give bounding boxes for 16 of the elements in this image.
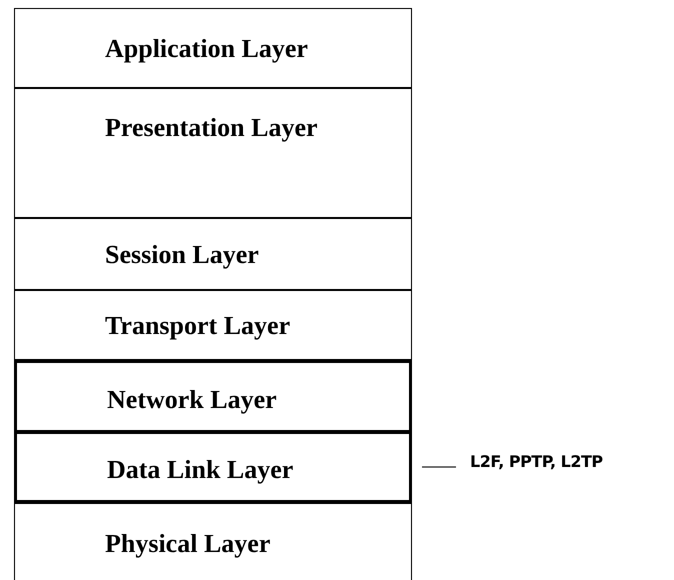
leader-line: [422, 466, 456, 468]
layer-name: Data Link Layer: [106, 454, 294, 486]
layer-row: [14, 88, 412, 218]
layer-row: [14, 8, 412, 88]
protocol-label: L2F, PPTP, L2TP: [470, 452, 603, 471]
layer-name: Physical Layer: [104, 528, 272, 560]
layer-name: Session Layer: [104, 239, 260, 271]
layer-row: [14, 360, 412, 433]
layer-name: Network Layer: [106, 384, 278, 416]
layer-row: [14, 503, 412, 580]
layer-row: [14, 290, 412, 360]
layer-row: [14, 218, 412, 290]
layer-name: Presentation Layer: [104, 112, 319, 144]
layer-name: Application Layer: [104, 33, 309, 65]
layer-row: [14, 431, 412, 503]
layer-name: Transport Layer: [104, 310, 292, 342]
